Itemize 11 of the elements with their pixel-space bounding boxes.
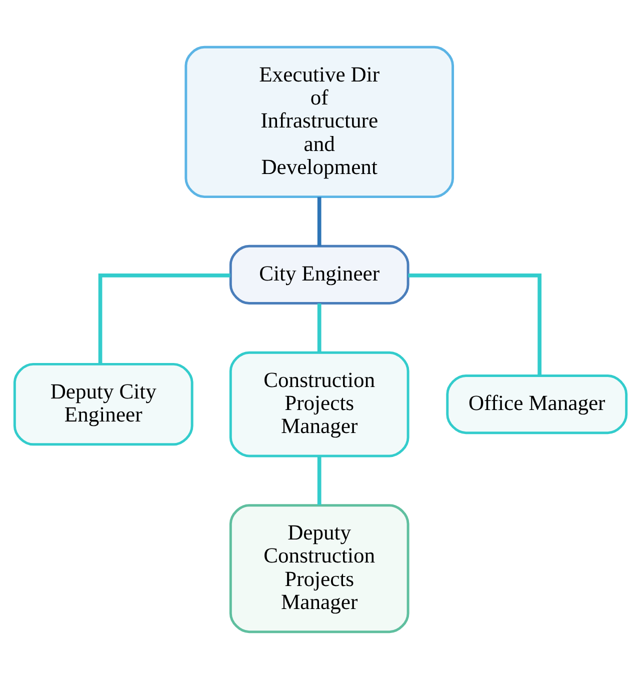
node-box: Deputy Construction Projects Manager: [229, 504, 410, 633]
connector: [98, 273, 230, 364]
connector: [317, 196, 322, 246]
node-box: Executive Dir of Infrastructure and Development: [184, 45, 454, 198]
node-box: Office Manager: [446, 374, 628, 434]
node-box: City Engineer: [229, 244, 410, 304]
connector: [317, 302, 322, 352]
connector: [408, 273, 542, 376]
connector: [317, 456, 322, 504]
node-box: Construction Projects Manager: [229, 350, 410, 457]
node-box: Deputy City Engineer: [13, 362, 194, 446]
